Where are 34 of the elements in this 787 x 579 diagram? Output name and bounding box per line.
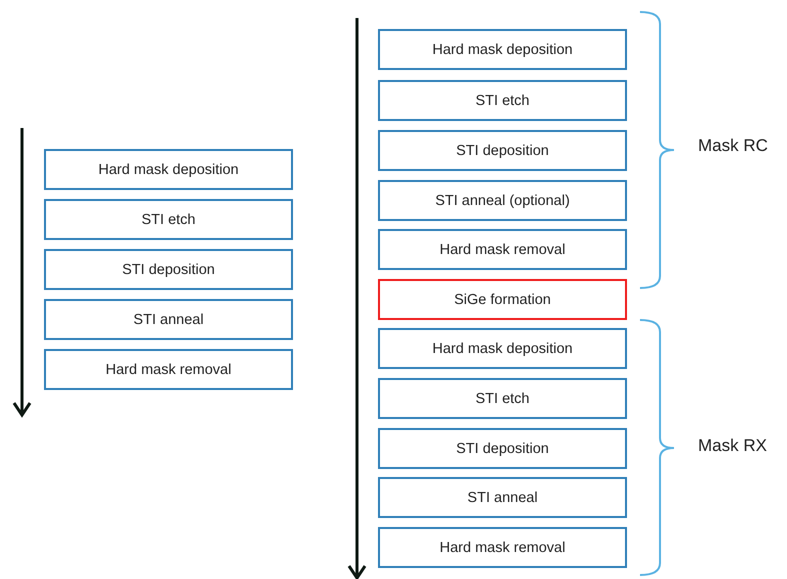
step-label: STI deposition [456, 440, 549, 456]
step-label: STI etch [142, 212, 196, 228]
process-step-box [378, 527, 627, 568]
step-label: Hard mask deposition [432, 340, 573, 356]
step-label: Hard mask removal [106, 362, 232, 378]
mask-label: Mask RC [698, 136, 768, 156]
process-step-box [44, 349, 293, 390]
step-label: STI anneal [467, 490, 538, 506]
step-label: STI deposition [122, 262, 215, 278]
process-step-box [378, 229, 627, 270]
process-step-box [44, 199, 293, 240]
step-label: Hard mask deposition [432, 42, 573, 58]
process-step-box [378, 428, 627, 469]
step-label: SiGe formation [454, 292, 551, 308]
mask-label: Mask RX [698, 436, 767, 456]
process-step-box [378, 180, 627, 221]
step-label: STI deposition [456, 142, 549, 158]
process-step-box [378, 279, 627, 320]
step-label: Hard mask removal [440, 540, 566, 556]
step-label: Hard mask removal [440, 242, 566, 258]
step-label: STI etch [476, 92, 530, 108]
process-step-box [378, 80, 627, 121]
process-step-box [44, 249, 293, 290]
process-step-box [378, 29, 627, 70]
process-step-box [378, 328, 627, 369]
step-label: STI etch [476, 390, 530, 406]
process-step-box [44, 149, 293, 190]
process-step-box [378, 477, 627, 518]
process-step-box [378, 378, 627, 419]
step-label: STI anneal (optional) [435, 192, 570, 208]
step-label: STI anneal [133, 312, 204, 328]
step-label: Hard mask deposition [98, 162, 239, 178]
process-step-box [44, 299, 293, 340]
process-step-box [378, 130, 627, 171]
